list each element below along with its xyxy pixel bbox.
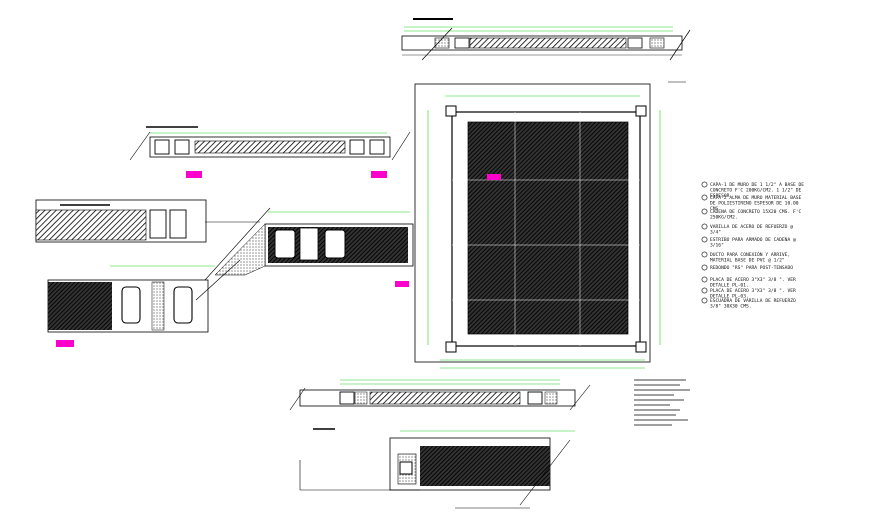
bottom-wall-section	[289, 379, 591, 411]
magenta-tag	[186, 171, 202, 178]
legend-item-4: VARILLA DE ACERO DE REFUERZO @3/4"	[710, 224, 793, 235]
left-upper-wall-section	[129, 126, 411, 178]
magenta-tag	[371, 171, 387, 178]
legend-bullet-icon	[701, 208, 708, 215]
legend-bullet-icon	[701, 251, 708, 258]
legend-item-5: ESTRIBO PARA ARMADO DE CADENA @3/16"	[710, 237, 796, 248]
legend-bullet-icon	[701, 223, 708, 230]
mid-wall-section	[204, 207, 414, 287]
legend-bullet-icon	[701, 287, 708, 294]
legend-item-6: DUCTO PARA CONEXIÓN Y ARRIVE,MATERIAL BA…	[710, 251, 790, 263]
legend-bullet-icon	[701, 181, 708, 188]
magenta-tag	[395, 281, 409, 287]
legend-bullet-icon	[701, 194, 708, 201]
top-wall-section	[401, 18, 691, 61]
magenta-tag	[56, 340, 74, 347]
left-connection-detail	[47, 259, 241, 347]
magenta-tag	[487, 174, 501, 180]
legend-bullet-icon	[701, 297, 708, 304]
legend-item-7: REDONDO "RS" PARA POST-TENSADO	[710, 265, 793, 271]
main-slab-plan	[414, 81, 686, 369]
bottom-edge-detail	[299, 428, 575, 509]
bottom-notes-block	[632, 378, 694, 430]
legend-bullet-icon	[701, 264, 708, 271]
left-corner-detail	[35, 199, 260, 243]
legend-bullet-icon	[701, 276, 708, 283]
legend-bullet-icon	[701, 236, 708, 243]
